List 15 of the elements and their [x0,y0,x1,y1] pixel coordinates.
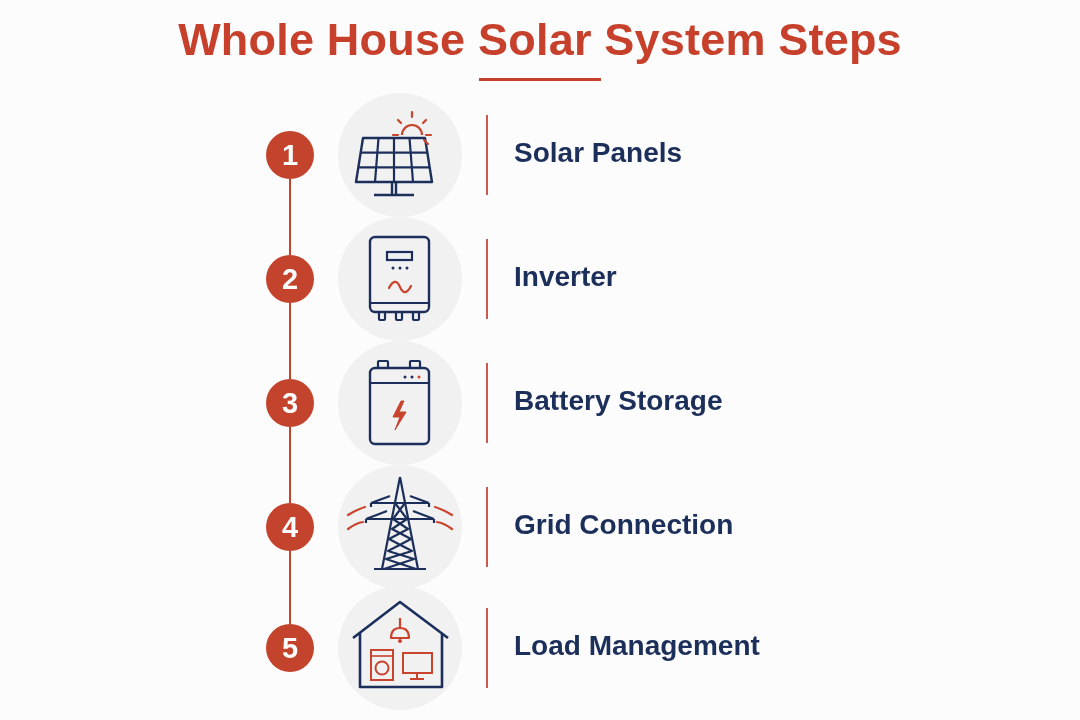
step-label: Battery Storage [514,384,723,418]
step-number-circle: 3 [266,379,314,427]
step-number-circle: 1 [266,131,314,179]
connector-line [289,302,291,380]
step-number-circle: 4 [266,503,314,551]
step-number-circle: 2 [266,255,314,303]
connector-line [289,178,291,256]
step-label: Inverter [514,260,617,294]
title: Whole House Solar System Steps [178,14,902,65]
connector-line [289,550,291,625]
step-label: Load Management [514,629,760,663]
step-number-circle: 5 [266,624,314,672]
step-label: Solar Panels [514,136,683,170]
connector-line [289,426,291,504]
step-label: Grid Connection [514,508,734,542]
